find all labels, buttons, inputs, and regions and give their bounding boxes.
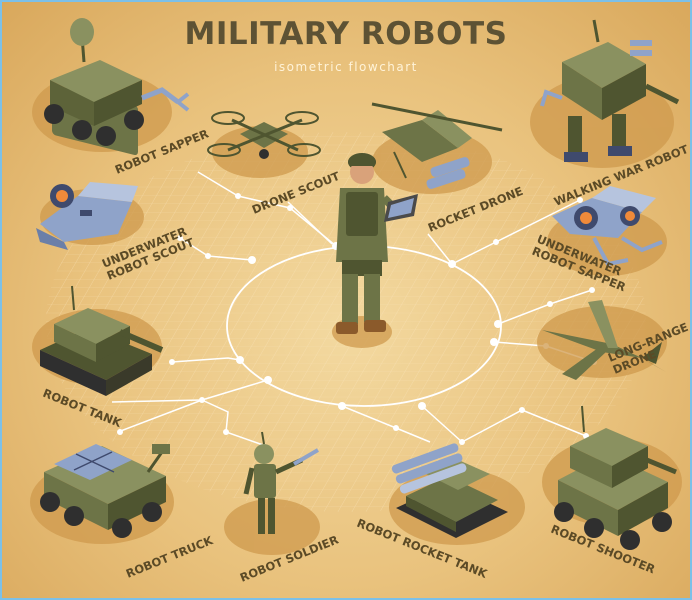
connector-robot-soldier xyxy=(201,399,267,447)
robot-shooter-icon xyxy=(554,405,677,550)
soldier-with-tablet-icon xyxy=(336,153,418,334)
connector-robot-tank xyxy=(171,357,241,363)
robot-rocket-tank-icon xyxy=(391,443,508,538)
robot-tank-icon xyxy=(40,285,164,396)
connector-rocket-drone xyxy=(427,233,453,265)
long-range-drone-icon xyxy=(542,300,666,380)
underwater-robot-sapper-icon xyxy=(552,186,663,267)
underwater-robot-scout-icon xyxy=(36,182,138,250)
drone-scout-icon xyxy=(207,111,321,159)
robot-truck-label-line: ROBOT TRUCK xyxy=(124,533,216,581)
connector-robot-shooter xyxy=(421,405,587,443)
robot-sapper-icon xyxy=(44,18,190,156)
robot-soldier-icon xyxy=(243,431,320,534)
robot-truck-label: ROBOT TRUCK xyxy=(124,533,216,581)
page-subtitle: isometric flowchart xyxy=(274,60,418,74)
walking-war-robot-icon xyxy=(540,19,680,162)
page-title: MILITARY ROBOTS xyxy=(184,16,508,52)
connector-drone-scout xyxy=(287,201,333,245)
rocket-drone-icon xyxy=(371,102,503,189)
connector-robot-sapper xyxy=(197,171,337,247)
connector-misc xyxy=(111,399,203,403)
robot-truck-icon xyxy=(40,444,170,538)
